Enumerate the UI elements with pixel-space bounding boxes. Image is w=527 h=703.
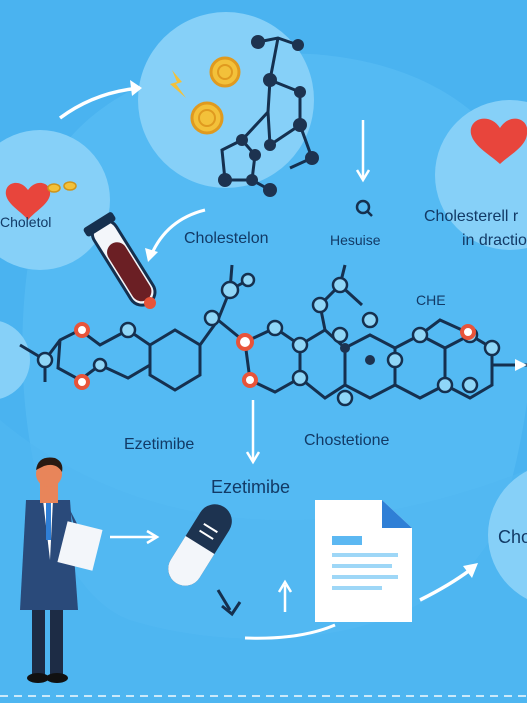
label-cholestelon: Cholestelon (184, 230, 269, 247)
left-edge-bubble (0, 321, 30, 399)
heart-icon (470, 118, 527, 164)
document-icon (315, 500, 412, 622)
test-tube-icon (83, 212, 157, 307)
left-bubble (0, 130, 110, 270)
lightning-icon (170, 70, 186, 98)
coin-icon (190, 56, 241, 135)
background-blob (22, 53, 527, 639)
label-ezetimibe-1: Ezetimibe (124, 436, 195, 453)
label-cholesterel-right-2: in dractio (462, 232, 527, 249)
label-cho-right: Cho (498, 527, 527, 547)
heart-icon (5, 182, 51, 220)
top-molecule-atoms (218, 35, 319, 197)
label-chostetione: Chostetione (304, 432, 390, 449)
label-cholesterel-right-1: Cholesterell r (424, 208, 519, 225)
bottom-right-bubble (488, 471, 527, 599)
arrow (419, 568, 472, 602)
top-center-bubble (138, 12, 314, 188)
search-icon (355, 199, 373, 217)
person-icon (20, 457, 103, 683)
label-ezetimibe-2: Ezetimibe (211, 477, 291, 497)
capsule-icon (168, 504, 232, 586)
coin-icon (47, 181, 77, 193)
label-che: CHE (416, 292, 446, 308)
label-cholesterol-left: Choletol (0, 214, 52, 230)
arrow (244, 623, 336, 640)
main-molecule-atoms-dark (340, 343, 375, 365)
arrow (58, 86, 141, 120)
arrow (216, 589, 232, 611)
background-blob-lower (0, 420, 527, 703)
label-hesuise: Hesuise (330, 232, 381, 248)
main-molecule-atoms-red (74, 322, 476, 390)
